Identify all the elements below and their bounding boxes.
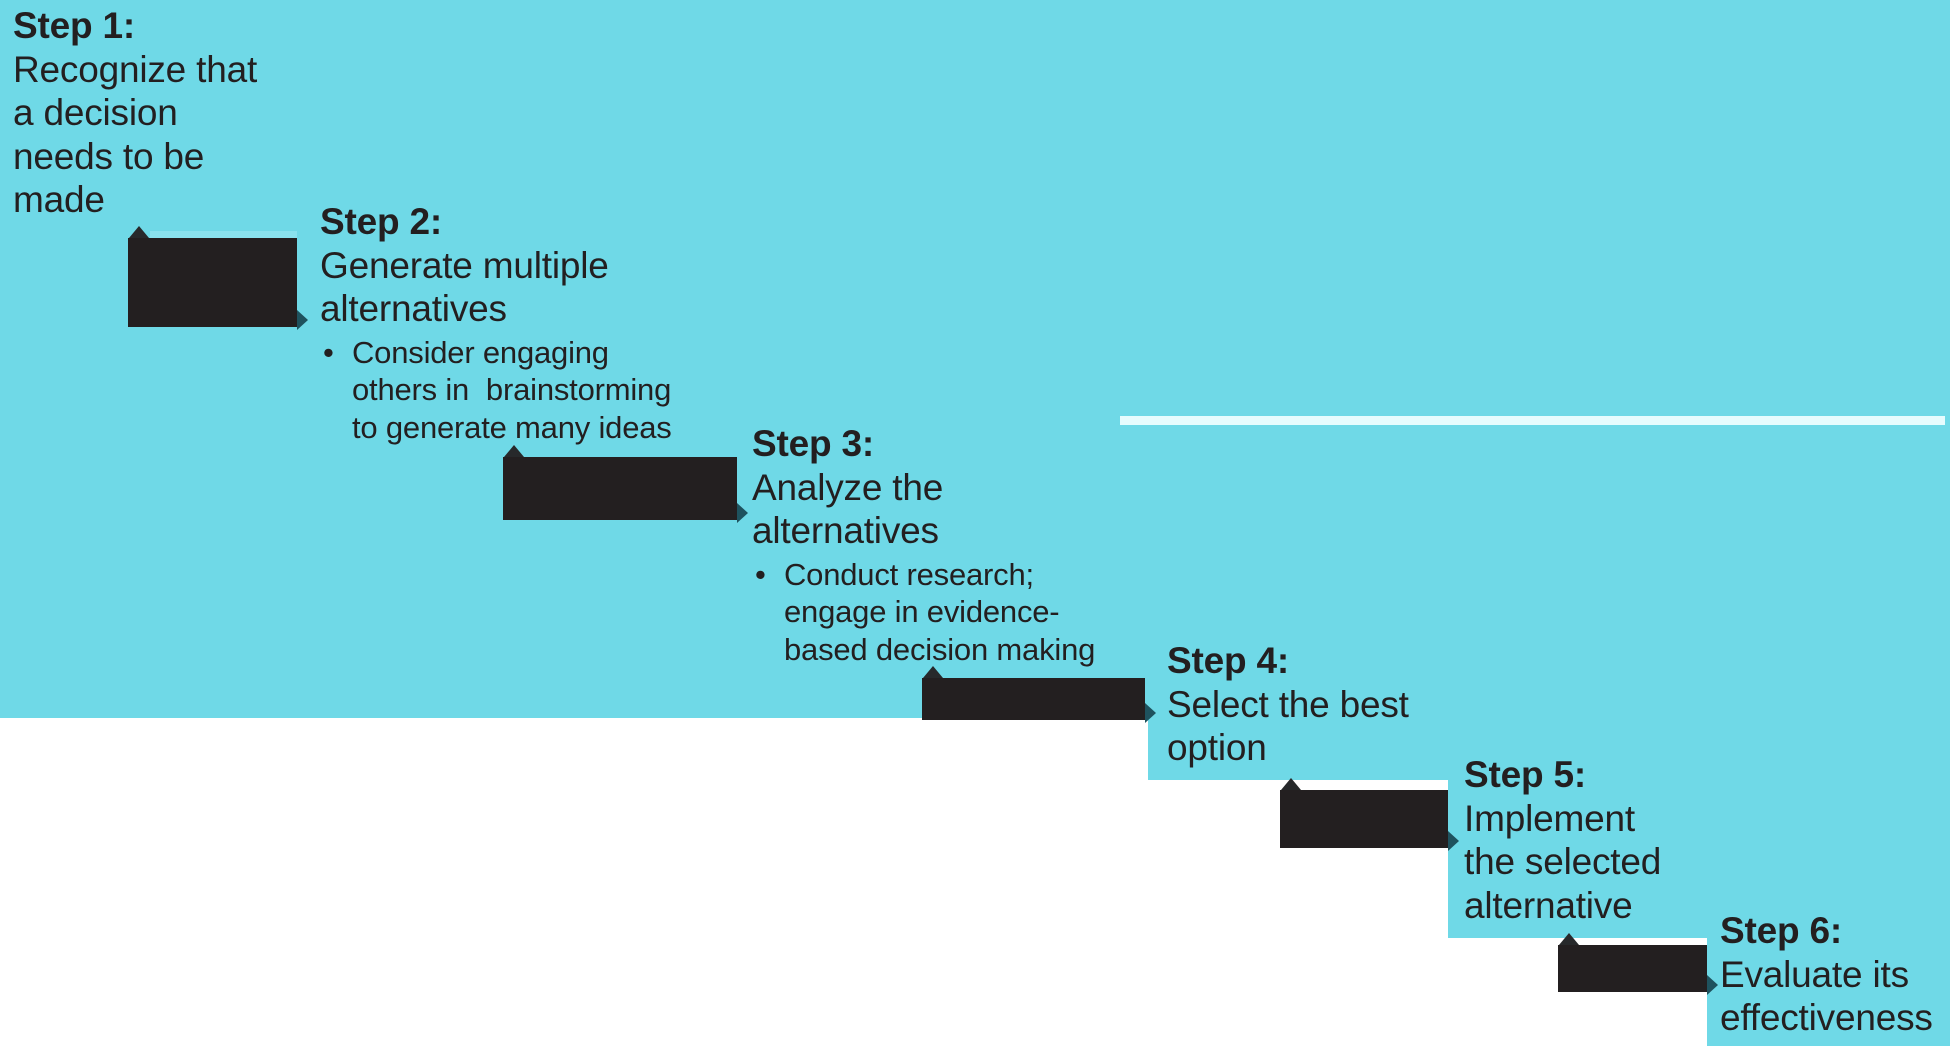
step-5-title: Step 5: <box>1464 754 1586 795</box>
step-2-bullet-line: to generate many ideas <box>352 409 672 445</box>
step-5-line: Implement <box>1464 797 1635 839</box>
arrow-tail-nub-icon <box>923 666 943 678</box>
step-2-line: Generate multiple <box>320 244 609 286</box>
step-3-title: Step 3: <box>752 423 874 464</box>
step-2-bullet: • Consider engaging others in brainstorm… <box>320 334 672 447</box>
step-2-bullet-line: Consider engaging <box>352 334 609 370</box>
flow-arrow-2-icon <box>503 445 748 523</box>
arrow-tail-nub-icon <box>504 445 524 457</box>
flow-arrow-1-icon <box>128 226 308 330</box>
background-panel-step-1-to-3 <box>0 0 1148 718</box>
step-5-line: alternative <box>1464 884 1633 926</box>
arrow-head-icon <box>1707 975 1718 995</box>
step-4-block: Step 4: Select the best option <box>1167 639 1409 770</box>
step-2-bullet-line: others in brainstorming <box>352 372 672 407</box>
step-2-line: alternatives <box>320 288 507 329</box>
step-4-line: option <box>1167 727 1267 768</box>
step-3-block: Step 3: Analyze the alternatives • Condu… <box>752 422 1095 668</box>
step-2-block: Step 2: Generate multiple alternatives •… <box>320 200 672 446</box>
step-3-bullet-line: based decision making <box>784 631 1096 667</box>
step-6-title: Step 6: <box>1720 910 1842 951</box>
step-4-title: Step 4: <box>1167 640 1289 681</box>
step-1-block: Step 1: Recognize that a decision needs … <box>13 4 257 222</box>
arrow-tail-nub-icon <box>1559 933 1579 945</box>
step-1-line: a decision <box>13 92 178 133</box>
bullet-marker: • <box>323 334 334 370</box>
step-1-line: made <box>13 179 105 220</box>
bullet-marker: • <box>755 556 766 592</box>
arrow-head-icon <box>1448 831 1459 851</box>
flow-arrow-5-icon <box>1558 933 1718 995</box>
step-6-line: effectiveness <box>1720 997 1933 1038</box>
step-3-bullet-line: engage in evidence- <box>784 594 1060 629</box>
step-3-line: Analyze the <box>752 466 944 508</box>
arrow-head-icon <box>737 503 748 523</box>
arrow-tail-nub-icon <box>129 226 149 238</box>
step-1-title: Step 1: <box>13 5 135 46</box>
flow-arrow-4-icon <box>1280 778 1459 851</box>
step-4-line: Select the best <box>1167 683 1409 725</box>
step-1-line: needs to be <box>13 135 205 177</box>
step-3-bullet-line: Conduct research; <box>784 556 1034 592</box>
background-panel-step-6 <box>1707 0 1950 1046</box>
background-panel-step-5 <box>1448 0 1707 938</box>
step-6-line: Evaluate its <box>1720 953 1909 995</box>
flow-arrow-3-icon <box>922 666 1156 723</box>
arrow-tail-nub-icon <box>1281 778 1301 790</box>
divider-line <box>1120 416 1945 425</box>
step-5-block: Step 5: Implement the selected alternati… <box>1464 753 1661 927</box>
step-3-bullet: • Conduct research; engage in evidence- … <box>752 556 1095 669</box>
background-panel-step-4 <box>1148 0 1448 780</box>
step-5-line: the selected <box>1464 841 1662 882</box>
arrow-head-icon <box>297 310 308 330</box>
step-3-line: alternatives <box>752 510 939 551</box>
arrow-head-icon <box>1145 703 1156 723</box>
step-1-line: Recognize that <box>13 48 258 90</box>
step-2-title: Step 2: <box>320 201 442 242</box>
arrow-top-stripe <box>150 231 297 238</box>
step-6-block: Step 6: Evaluate its effectiveness <box>1720 909 1933 1040</box>
